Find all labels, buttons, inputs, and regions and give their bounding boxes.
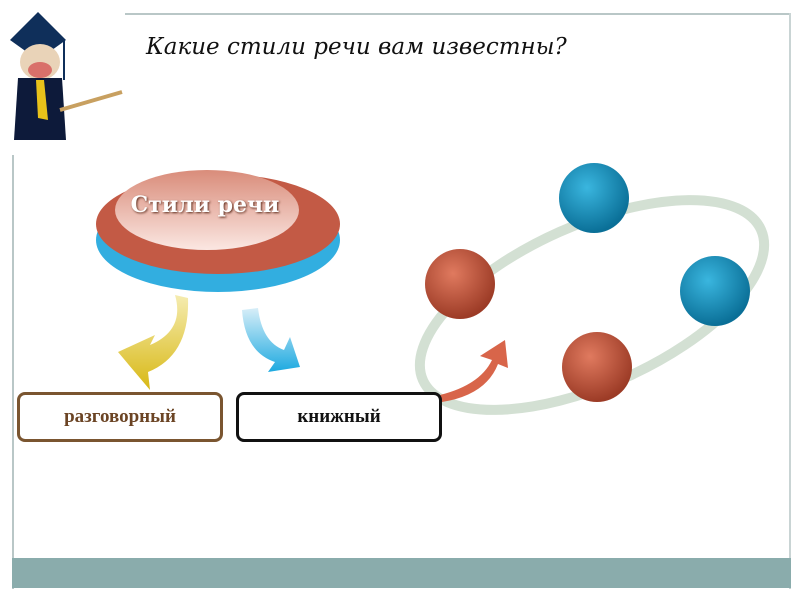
orbit-node-red-left [425,249,495,319]
frame-top-line [125,13,791,15]
branch-conversational: разговорный [17,392,223,442]
branch-bookish: книжный [236,392,442,442]
center-disc-top [115,170,299,250]
frame-left-line [12,155,14,589]
arrow-to-orbit-icon [440,340,508,402]
bottom-bar [12,558,791,588]
professor-mascot-icon [10,12,123,140]
arrow-to-bookish-icon [242,308,300,372]
arrow-to-conversational-icon [118,295,189,390]
center-node-label: Стили речи [130,192,280,218]
orbit-node-blue-top [559,163,629,233]
orbit-node-red-bottom [562,332,632,402]
frame-right-line [789,13,791,589]
slide-title: Какие стили речи вам известны? [146,34,567,60]
orbit-node-blue-right [680,256,750,326]
